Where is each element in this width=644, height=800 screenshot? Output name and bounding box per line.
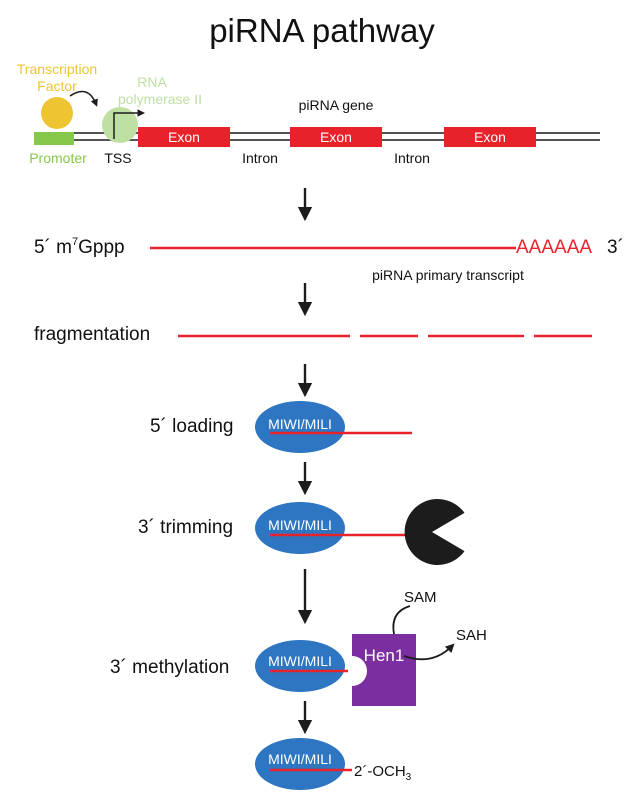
promoter-box [34, 132, 74, 145]
miwi-mili-label-4: MIWI/MILI [268, 751, 332, 767]
miwi-mili-protein-4 [255, 738, 345, 790]
gene-label: piRNA gene [299, 97, 374, 113]
exon-3 [444, 127, 536, 147]
trimmer-nuclease-icon [404, 498, 465, 565]
promoter-label: Promoter [29, 150, 87, 166]
trimming-step: 3´ trimming MIWI/MILI [138, 498, 465, 565]
transcription-factor-label-line1: Transcription [17, 61, 97, 77]
transcription-factor-circle [41, 97, 73, 129]
loading-label: 5´ loading [150, 416, 233, 437]
miwi-mili-protein-1 [255, 401, 345, 453]
sam-arc [392, 605, 411, 635]
intron-2-label: Intron [394, 150, 430, 166]
hen1-label: Hen1 [364, 646, 405, 665]
tf-arrow [69, 90, 98, 107]
transcript-five-prime: 5´ m7Gppp [34, 236, 125, 258]
loading-step: 5´ loading MIWI/MILI [150, 401, 412, 453]
exon-1 [138, 127, 230, 147]
intron-1-label: Intron [242, 150, 278, 166]
methylation-label: 3´ methylation [110, 657, 229, 678]
hen1-enzyme [352, 634, 416, 706]
miwi-mili-protein-2 [255, 502, 345, 554]
fragmentation-step: fragmentation [34, 324, 592, 345]
exon-2 [290, 127, 382, 147]
rna-polymerase-label-line2: polymerase II [118, 91, 202, 107]
sah-arrow [403, 643, 455, 661]
polya-tail: AAAAAA [516, 237, 592, 258]
sam-label: SAM [404, 589, 437, 606]
methylation-step: 3´ methylation MIWI/MILI Hen1 SAM SAH [110, 589, 487, 706]
exon-3-label: Exon [474, 129, 506, 145]
miwi-mili-label-1: MIWI/MILI [268, 416, 332, 432]
methyl-modification-label: 2´-OCH3 [354, 763, 412, 783]
rna-polymerase-label-line1: RNA [137, 74, 167, 90]
tss-arrow [113, 109, 145, 139]
gene-schematic: Exon Exon Exon Transcription Factor RNA … [17, 61, 600, 166]
exon-1-label: Exon [168, 129, 200, 145]
sah-label: SAH [456, 627, 487, 644]
rna-polymerase-circle [102, 107, 138, 143]
transcription-factor-label-line2: Factor [37, 78, 77, 94]
miwi-mili-label-3: MIWI/MILI [268, 653, 332, 669]
mature-pirna: MIWI/MILI 2´-OCH3 [255, 738, 412, 790]
page-title: piRNA pathway [209, 12, 435, 49]
primary-transcript: 5´ m7Gppp AAAAAA 3´ piRNA primary transc… [34, 236, 624, 283]
transcript-caption: piRNA primary transcript [372, 267, 524, 283]
transcript-three-prime: 3´ [607, 237, 624, 258]
miwi-mili-label-2: MIWI/MILI [268, 517, 332, 533]
tss-label: TSS [104, 150, 131, 166]
miwi-mili-protein-3 [255, 640, 345, 692]
trimming-label: 3´ trimming [138, 517, 233, 538]
fragmentation-label: fragmentation [34, 324, 150, 345]
exon-2-label: Exon [320, 129, 352, 145]
